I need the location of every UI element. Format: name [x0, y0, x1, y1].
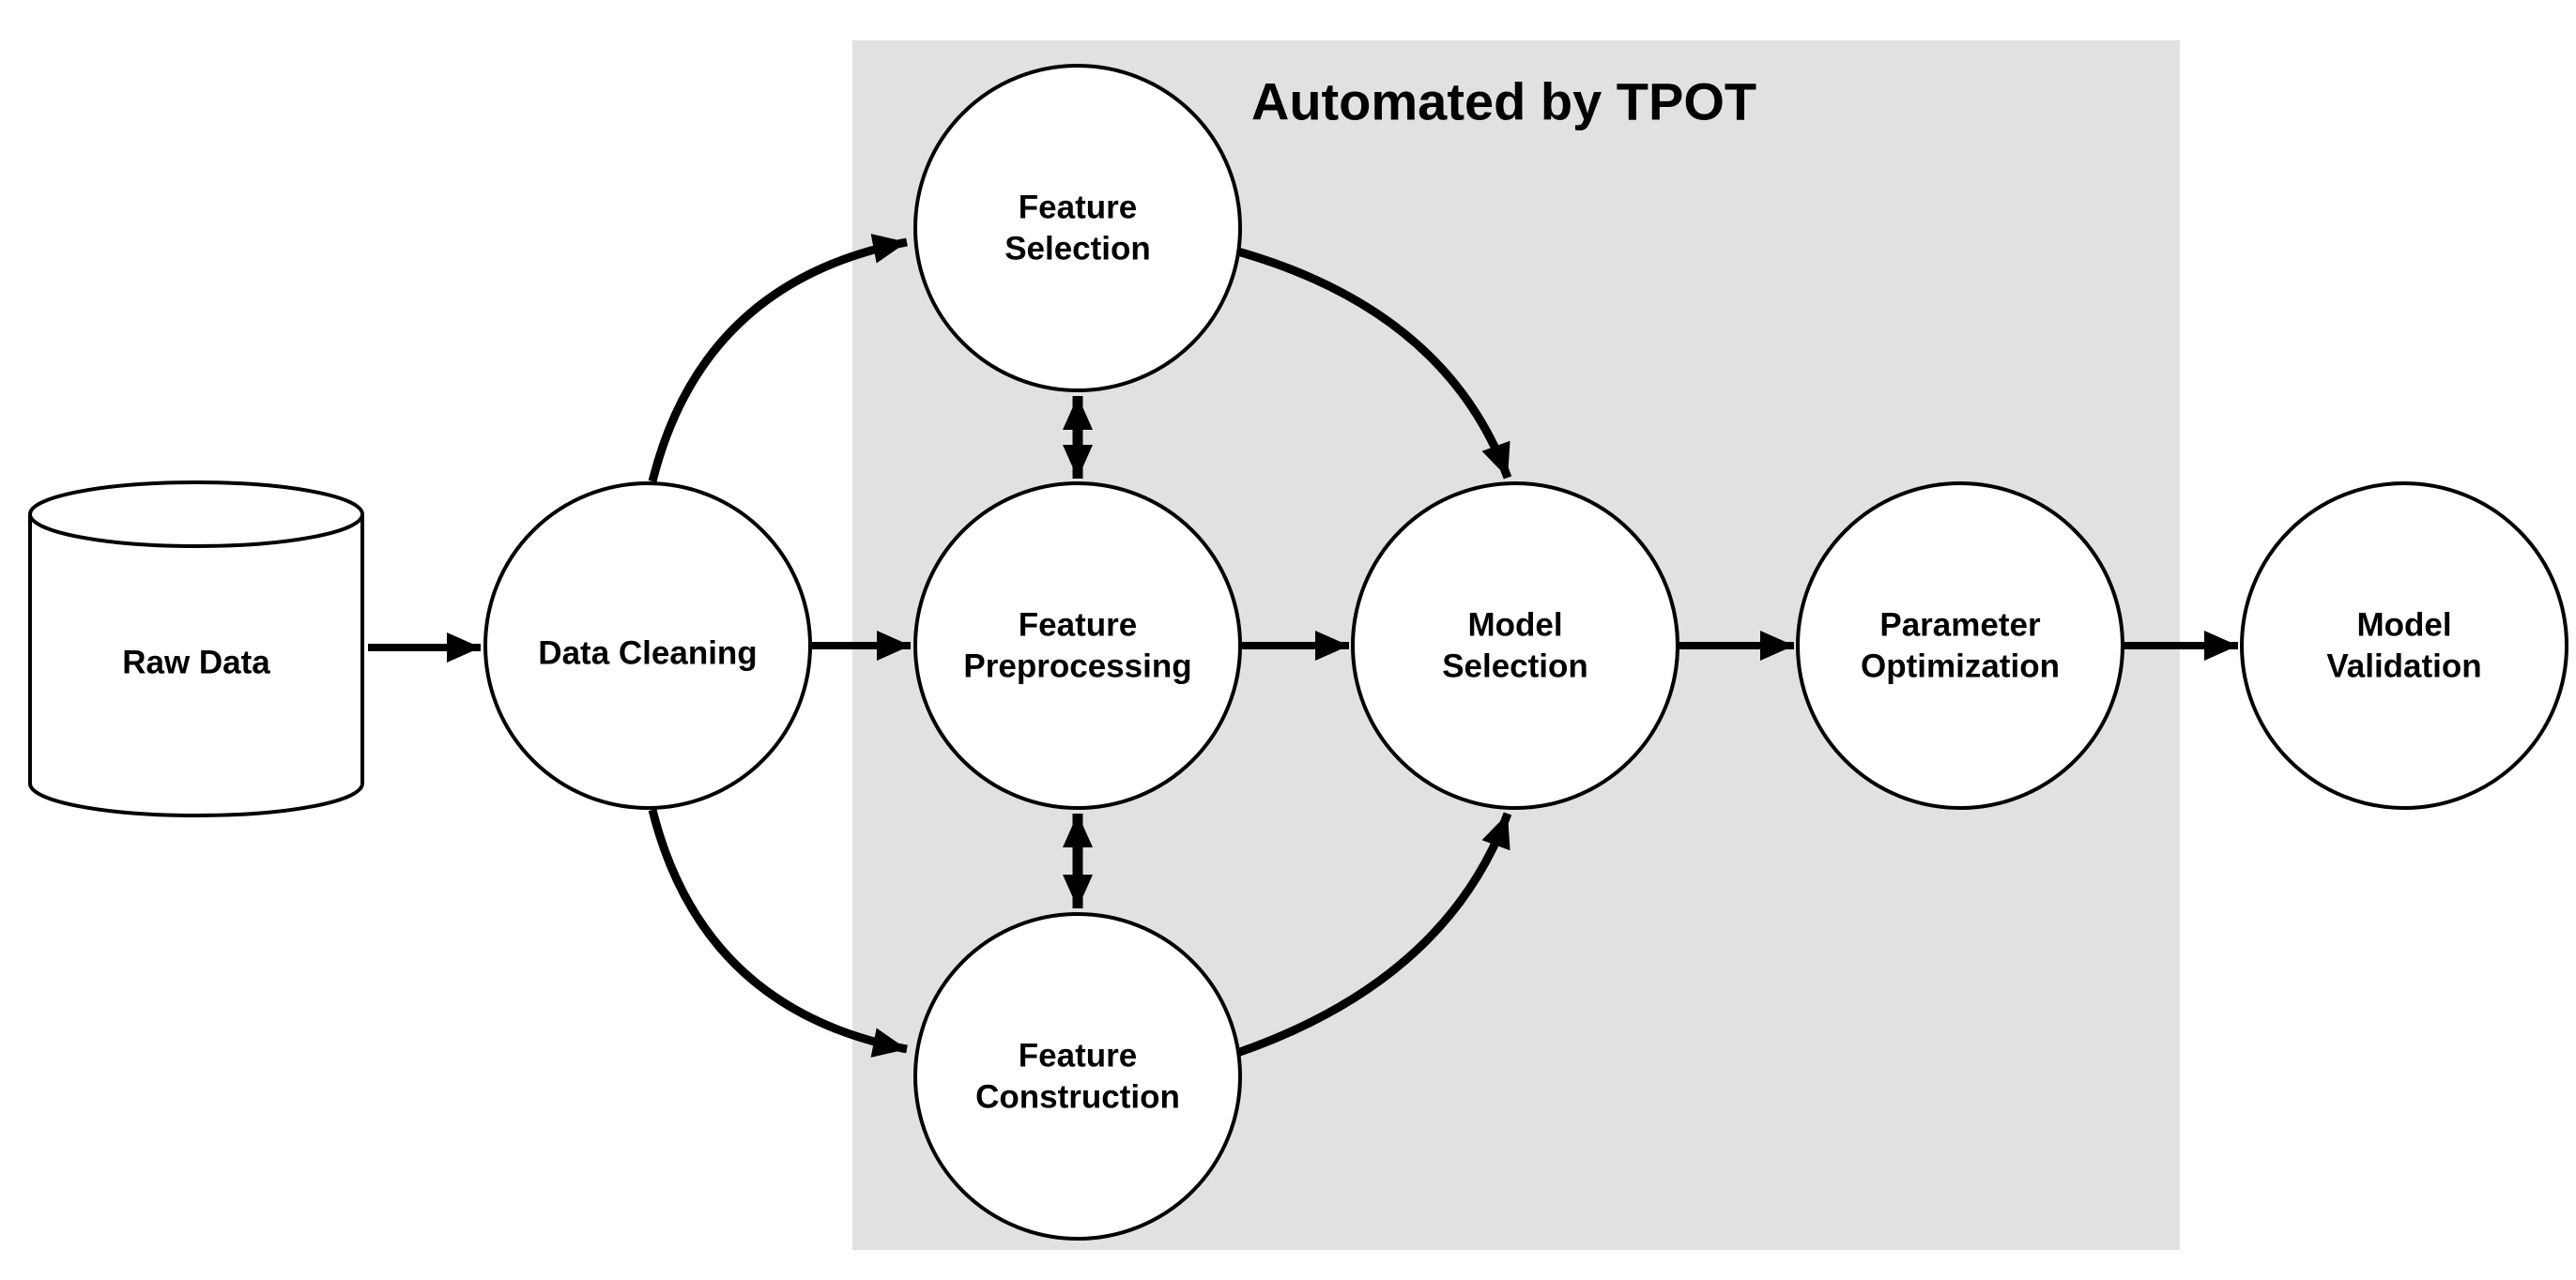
edge-data-cleaning-to-feature-selection	[648, 234, 908, 483]
node-raw-data: Raw Data	[28, 480, 364, 817]
feature-selection-label-line2: Selection	[1004, 231, 1151, 267]
edge-feature-construction-to-model-selection	[1233, 812, 1512, 1059]
database-cylinder-top	[28, 480, 364, 548]
node-model-selection: Model Selection	[1351, 481, 1679, 810]
node-parameter-optimization: Parameter Optimization	[1796, 481, 2124, 810]
node-model-validation: Model Validation	[2240, 481, 2568, 810]
feature-construction-shape	[913, 912, 1242, 1241]
edge-feature-selection-to-model-selection	[1233, 246, 1512, 480]
automated-region-title: Automated by TPOT	[1251, 72, 1756, 131]
model-validation-label-line2: Validation	[2326, 648, 2481, 685]
data-cleaning-shape	[483, 481, 812, 810]
feature-preprocessing-label-line1: Feature	[1019, 607, 1137, 644]
node-feature-selection: Feature Selection	[913, 64, 1242, 392]
model-validation-shape	[2240, 481, 2568, 810]
parameter-optimization-label-line2: Optimization	[1861, 648, 2060, 685]
feature-construction-label-line1: Feature	[1019, 1038, 1137, 1074]
raw-data-label: Raw Data	[122, 645, 270, 681]
node-feature-preprocessing: Feature Preprocessing	[913, 481, 1242, 810]
data-cleaning-label: Data Cleaning	[538, 635, 757, 672]
feature-selection-shape	[913, 64, 1242, 392]
model-selection-label-line2: Selection	[1442, 648, 1588, 685]
model-selection-label-line1: Model	[1467, 607, 1562, 644]
edge-data-cleaning-to-feature-construction	[648, 808, 908, 1058]
feature-construction-label-line2: Construction	[975, 1079, 1180, 1116]
database-cylinder-icon	[28, 514, 364, 817]
model-selection-shape	[1351, 481, 1679, 810]
feature-preprocessing-shape	[913, 481, 1242, 810]
parameter-optimization-shape	[1796, 481, 2124, 810]
node-data-cleaning: Data Cleaning	[483, 481, 812, 810]
feature-preprocessing-label-line2: Preprocessing	[963, 648, 1191, 685]
feature-selection-label-line1: Feature	[1019, 190, 1137, 226]
parameter-optimization-label-line1: Parameter	[1879, 607, 2041, 644]
node-feature-construction: Feature Construction	[913, 912, 1242, 1241]
model-validation-label-line1: Model	[2356, 607, 2451, 644]
